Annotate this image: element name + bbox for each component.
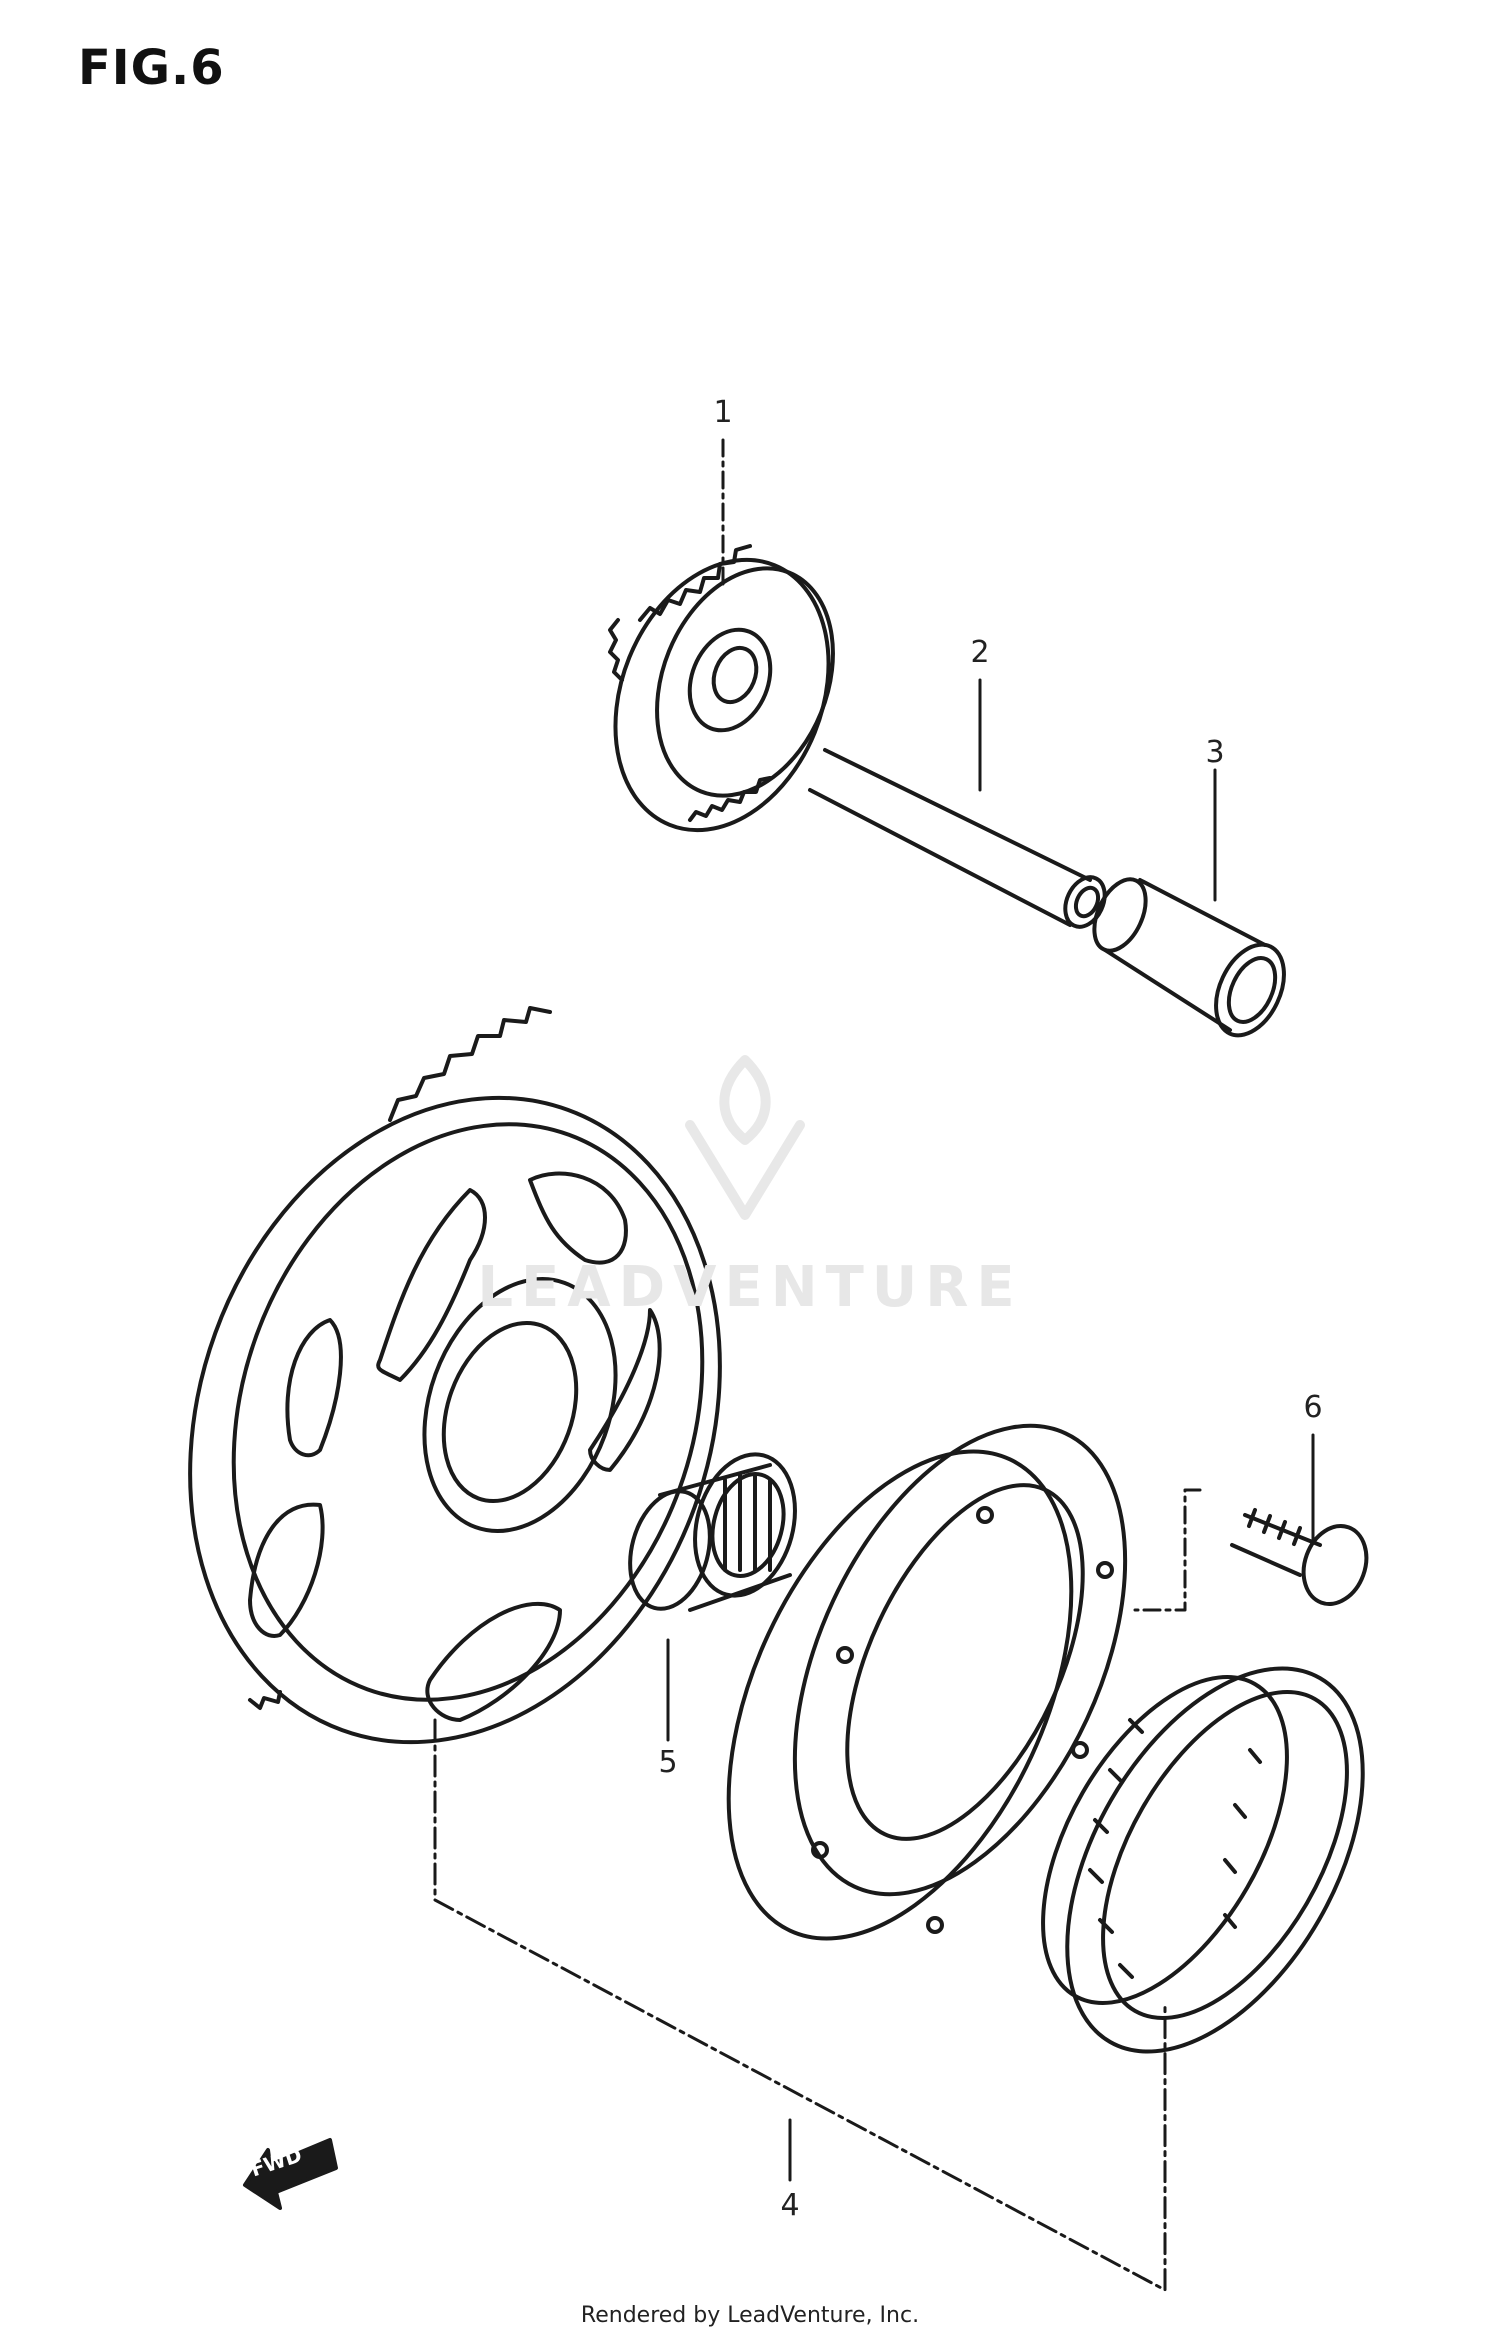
callout-3: 3 <box>1205 735 1225 770</box>
part-6-bolt <box>1230 1508 1369 1606</box>
callout-5: 5 <box>658 1745 678 1780</box>
callout-6: 6 <box>1303 1390 1323 1425</box>
watermark-logo-icon <box>685 1055 805 1220</box>
part-2-shaft <box>808 748 1107 929</box>
fwd-arrow-icon <box>243 2138 338 2210</box>
footer-credit: Rendered by LeadVenture, Inc. <box>580 2303 920 2328</box>
callout-2: 2 <box>970 635 990 670</box>
figure-title: FIG.6 <box>78 40 225 96</box>
callout-1: 1 <box>713 395 733 430</box>
clutch-housing <box>726 1423 1128 1941</box>
one-way-clutch <box>1041 1666 1365 2054</box>
part-3-bushing <box>1092 877 1286 1038</box>
part-1-gear <box>608 544 835 833</box>
callout-4: 4 <box>780 2188 800 2223</box>
part-4-starter-clutch-gear <box>188 1006 722 1745</box>
leader-lines <box>433 438 1315 2292</box>
part-5-needle-bearing <box>628 1452 797 1612</box>
watermark-text: LEADVENTURE <box>477 1255 1023 1320</box>
